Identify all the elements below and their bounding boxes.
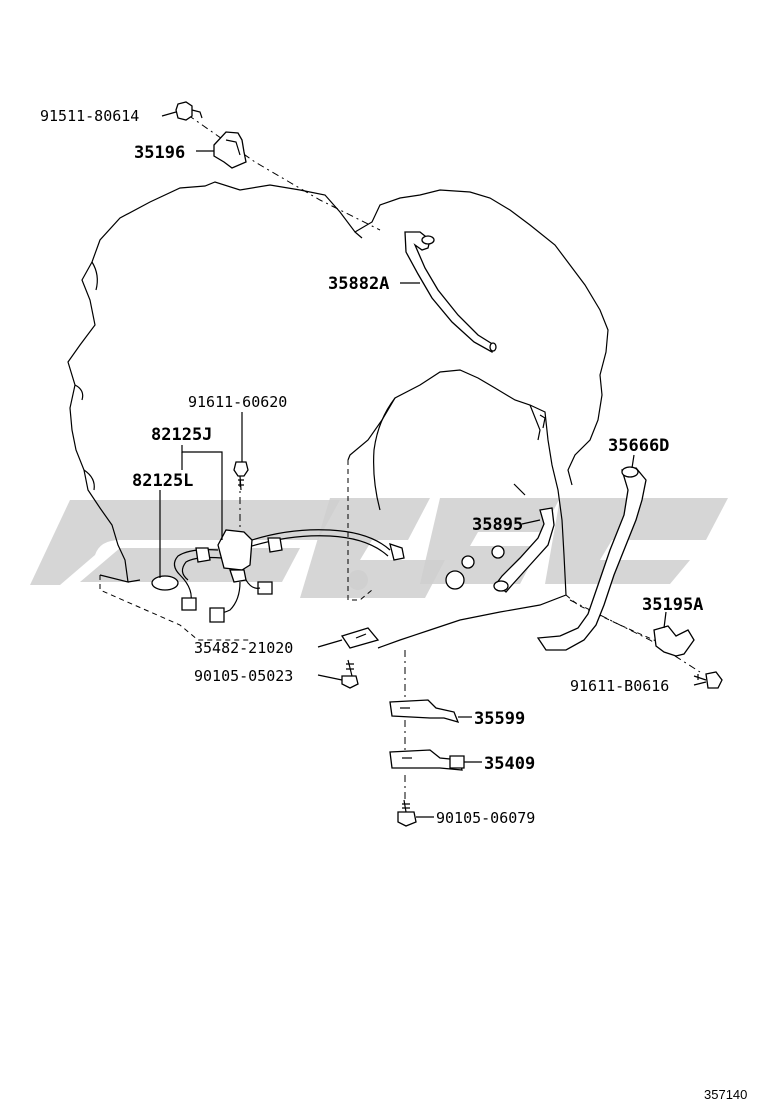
label-91511-80614[interactable]: 91511-80614: [40, 107, 139, 125]
o-ring-82125l[interactable]: [151, 575, 179, 591]
bolt-91611-60620[interactable]: [233, 461, 249, 491]
label-90105-06079[interactable]: 90105-06079: [436, 809, 535, 827]
label-35196[interactable]: 35196: [134, 143, 185, 163]
bolt-90105-06079[interactable]: [397, 799, 417, 827]
bolt-90105-05023[interactable]: [341, 659, 359, 689]
label-82125j[interactable]: 82125J: [151, 425, 212, 445]
bolt-91511-80614[interactable]: [175, 101, 203, 121]
clamp-35196[interactable]: [213, 131, 247, 169]
label-35895[interactable]: 35895: [472, 515, 523, 535]
wire-harness-82125j[interactable]: [173, 529, 405, 623]
label-82125l[interactable]: 82125L: [132, 471, 193, 491]
plate-35482-21020[interactable]: [340, 627, 380, 649]
diagram-reference-number: 357140: [704, 1087, 747, 1102]
label-35195a[interactable]: 35195A: [642, 595, 703, 615]
hose-35882a[interactable]: [404, 231, 497, 353]
label-91611-60620[interactable]: 91611-60620: [188, 393, 287, 411]
lever-35599[interactable]: [389, 699, 460, 723]
label-91611-b0616[interactable]: 91611-B0616: [570, 677, 669, 695]
bracket-35195a[interactable]: [653, 625, 695, 657]
label-35409[interactable]: 35409: [484, 754, 535, 774]
label-35882a[interactable]: 35882A: [328, 274, 389, 294]
pipe-35895[interactable]: [445, 483, 555, 593]
label-90105-05023[interactable]: 90105-05023: [194, 667, 293, 685]
label-35482-21020[interactable]: 35482-21020: [194, 639, 293, 657]
hose-35666d[interactable]: [536, 466, 647, 651]
lever-35409[interactable]: [389, 749, 465, 771]
transmission-case-outline: [67, 181, 666, 649]
label-35666d[interactable]: 35666D: [608, 436, 669, 456]
bolt-91611-b0616[interactable]: [693, 671, 723, 689]
leader-lines: [159, 111, 707, 818]
alignment-lines: [187, 114, 701, 800]
label-35599[interactable]: 35599: [474, 709, 525, 729]
